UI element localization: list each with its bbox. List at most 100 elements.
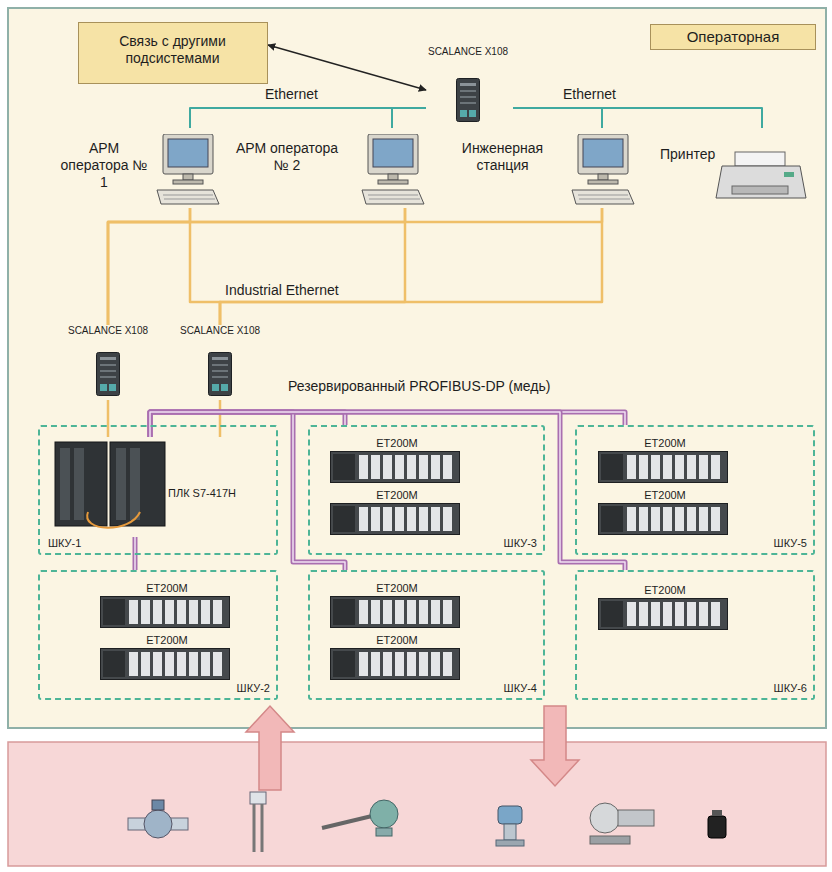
industrial-ethernet-line	[220, 208, 405, 325]
connector	[108, 400, 109, 437]
graphic-part	[370, 800, 398, 828]
node-text: Инженерная станция	[440, 140, 565, 174]
graphic-part	[735, 152, 785, 166]
connector	[220, 208, 602, 325]
network-switch: SCALANCE X108	[426, 46, 513, 126]
graphic-part	[599, 599, 728, 630]
graphic-part	[261, 804, 264, 852]
room-panel: ОператорнаяСвязь с другими подсистемамиS…	[8, 8, 826, 728]
industrial-ethernet-line	[107, 400, 110, 437]
industrial-ethernet-line	[219, 400, 222, 437]
graphic-part	[498, 806, 522, 824]
graphic-part	[599, 452, 728, 483]
ethernet-line	[392, 108, 426, 128]
io-module: ET200M	[600, 584, 733, 634]
graphic-part	[130, 448, 140, 520]
connector	[190, 108, 426, 128]
connector	[190, 208, 220, 325]
printer-icon	[716, 152, 806, 198]
ethernet-line	[190, 108, 426, 128]
operator-room-panel	[8, 8, 826, 728]
ethernet-line	[513, 108, 762, 128]
node-text: ET200M	[600, 584, 730, 597]
arrow-line	[268, 45, 426, 90]
graphic-part	[712, 810, 722, 816]
edge-label: Ethernet	[262, 86, 321, 103]
graphic-part	[152, 800, 164, 810]
graphic-part	[331, 452, 460, 483]
graphic-part	[331, 504, 460, 535]
connector	[150, 412, 625, 570]
node-text: ПЛК S7-417H	[168, 487, 254, 500]
cabinet-box: ШКУ-1ПЛК S7-417H	[38, 425, 278, 555]
graphic-part	[110, 442, 165, 526]
industrial-ethernet-line	[108, 208, 602, 325]
graphic-part	[101, 649, 230, 680]
node-text: ET200M	[102, 582, 232, 595]
edge-label-holder: Ethernet	[560, 85, 619, 103]
cabinet-box: ШКУ-4ET200MET200M	[308, 570, 545, 700]
workstation: АРМ оператора № 2	[228, 128, 428, 208]
graphic-part	[599, 504, 728, 535]
link-box: Связь с другими подсистемами	[78, 22, 268, 84]
graphic-part	[60, 448, 70, 520]
node-text: Операторная	[650, 24, 816, 50]
io-module: ET200M	[332, 437, 465, 487]
cabinet-box: ШКУ-3 ET200M ET200M	[308, 425, 545, 555]
graphic-part	[74, 448, 84, 520]
pc-icons	[157, 134, 634, 204]
industrial-ethernet-line	[108, 208, 190, 325]
bus-label: Industrial Ethernet	[222, 282, 342, 299]
graphic-part	[496, 840, 524, 846]
et200m-modules	[101, 452, 728, 680]
industrial-ethernet-line	[190, 208, 220, 325]
graphic-part	[457, 79, 480, 122]
connector	[150, 412, 345, 570]
graphic-part	[322, 816, 372, 828]
graphic-part	[590, 836, 630, 844]
signal-arrows	[246, 706, 579, 790]
node-text: Связь с другими подсистемами	[79, 33, 266, 67]
node-text: ШКУ-5	[747, 537, 807, 550]
node-text: ET200M	[332, 489, 462, 502]
connector	[392, 108, 426, 128]
workstation: Инженерная станция	[440, 128, 635, 208]
label-holder: Резервированный PROFIBUS-DP (медь)	[285, 377, 553, 395]
node-text: ШКУ-3	[477, 537, 537, 550]
io-module: ET200M	[332, 582, 465, 632]
graphic-part	[246, 706, 294, 790]
edge-label-holder: Ethernet	[262, 85, 321, 103]
industrial-ethernet-line	[220, 208, 602, 325]
graphic-part	[376, 828, 392, 836]
switch-icons	[97, 79, 480, 396]
industrial-ethernet-line	[108, 208, 405, 325]
node-text: ET200M	[102, 634, 232, 647]
graphic-part	[55, 442, 107, 526]
field-band	[8, 742, 826, 866]
graphic-part	[157, 134, 219, 204]
graphic-part	[101, 597, 230, 628]
graphic-part	[331, 649, 460, 680]
connector	[108, 208, 602, 325]
node-text: АРМ оператора № 1	[55, 140, 153, 190]
node-text: SCALANCE X108	[58, 325, 158, 337]
graphic-part	[590, 803, 620, 833]
io-module: ET200M	[102, 634, 235, 684]
connector	[268, 45, 426, 90]
field-instruments	[128, 792, 726, 852]
node-text: ШКУ-4	[477, 682, 537, 695]
graphic-part	[708, 816, 726, 838]
graphic-part	[116, 448, 126, 520]
printer: Принтер	[655, 128, 815, 213]
node-text: ET200M	[332, 582, 462, 595]
graphic-part	[253, 804, 256, 852]
network-switch: SCALANCE X108	[58, 325, 161, 400]
io-module: ET200M	[600, 489, 733, 539]
io-module: ET200M	[332, 489, 465, 539]
network-switch: SCALANCE X108	[170, 325, 273, 400]
profibus-line-core	[150, 412, 345, 570]
fieldbus-label: Резервированный PROFIBUS-DP (медь)	[285, 378, 553, 395]
